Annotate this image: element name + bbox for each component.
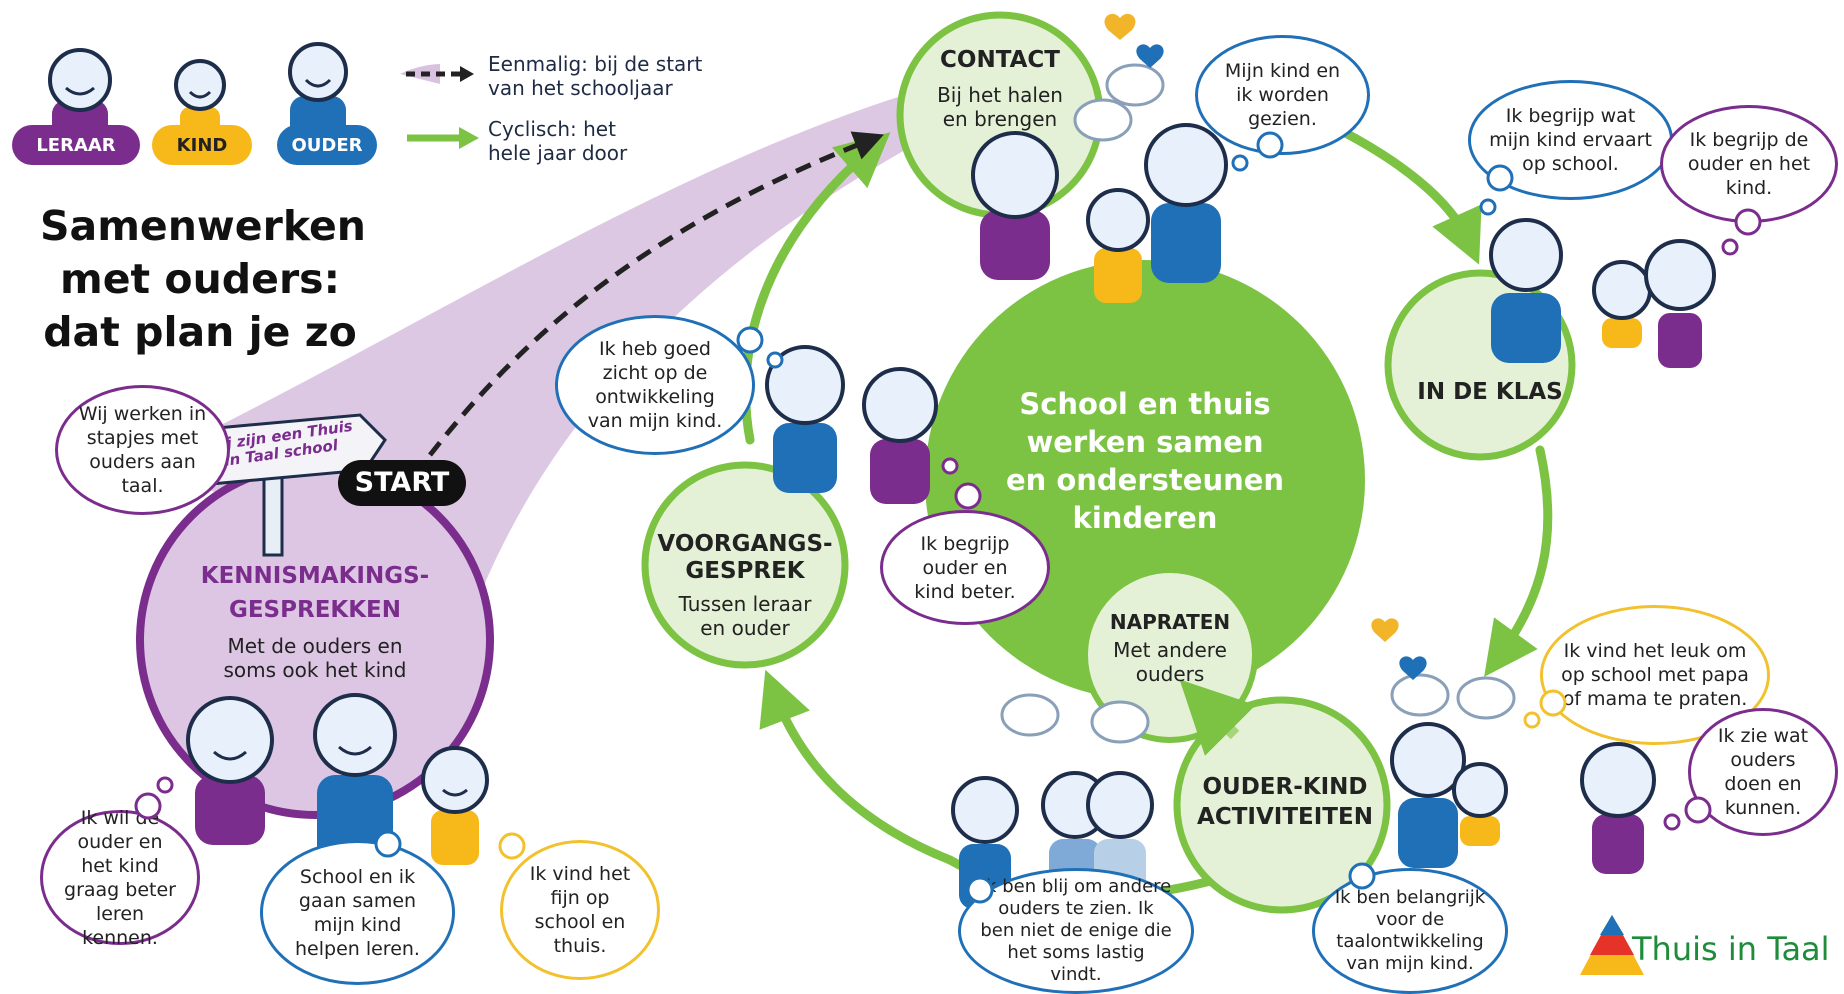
legend-cyclic-line2: hele jaar door <box>488 141 628 165</box>
contact-title: CONTACT <box>940 47 1060 73</box>
role-pill-kind: KIND <box>152 125 252 165</box>
voorgang-sub-line1: Tussen leraar <box>678 592 812 616</box>
chat-bubble-icon <box>1000 63 1516 744</box>
hub-line2: werken samen <box>1026 425 1264 459</box>
legend-cyclic-line1: Cyclisch: het <box>488 117 616 141</box>
bubble-wij-werken: Wij werken in stapjes met ouders aan taa… <box>55 385 230 515</box>
hub-text: School en thuis werken samen en onderste… <box>980 385 1310 537</box>
legend-green-arrow-icon <box>407 127 479 149</box>
heart-icon <box>1104 13 1399 642</box>
brand-logo-icon <box>1580 915 1644 975</box>
title-line2: met ouders: <box>60 255 340 303</box>
bubble-belangrijk: Ik ben belangrijk voor de taalontwikkeli… <box>1312 868 1508 994</box>
voorgang-circle <box>641 461 849 669</box>
voorgang-title-line1: VOORGANGS- <box>657 531 833 557</box>
hub-line4: kinderen <box>1072 501 1218 535</box>
legend-dashed-arrow-icon <box>400 64 474 84</box>
kennismaking-sub-line2: soms ook het kind <box>223 658 407 682</box>
dashed-arrow-icon <box>428 131 884 457</box>
contact-sub-line2: en brengen <box>942 107 1058 131</box>
bubble-vind-fijn: Ik vind het fijn op school en thuis. <box>500 840 660 980</box>
bubble-zie-wat: Ik zie wat ouders doen en kunnen. <box>1688 708 1838 836</box>
bubble-school-en-ik: School en ik gaan samen mijn kind helpen… <box>260 840 455 985</box>
role-pill-leraar: LERAAR <box>12 125 140 165</box>
title-line3: dat plan je zo <box>43 308 357 356</box>
kennismaking-title-line1: KENNISMAKINGS- <box>200 563 430 589</box>
kennismaking-sub-line1: Met de ouders en <box>227 634 403 658</box>
contact-sub-line1: Bij het halen <box>937 83 1063 107</box>
start-badge: START <box>338 460 466 506</box>
role-pill-ouder: OUDER <box>277 125 377 165</box>
bubble-wil-leren-kennen: Ik wil de ouder en het kind graag beter … <box>40 807 200 949</box>
bubble-begrijp-ouder-kind: Ik begrijp de ouder en het kind. <box>1660 105 1838 223</box>
bubble-heb-goed-zicht: Ik heb goed zicht op de ontwikkeling van… <box>555 315 755 455</box>
legend-once-line1: Eenmalig: bij de start <box>488 52 703 76</box>
kennismaking-title-line2: GESPREKKEN <box>228 597 402 623</box>
bubble-blij-andere: Ik ben blij om andere ouders te zien. Ik… <box>958 868 1194 994</box>
napraten-title: NAPRATEN <box>1109 610 1231 634</box>
ouderkind-title-line2: ACTIVITEITEN <box>1197 804 1373 830</box>
ouderkind-title-line1: OUDER-KIND <box>1202 774 1368 800</box>
hub-line1: School en thuis <box>1019 387 1271 421</box>
voorgang-sub-line2: en ouder <box>700 616 790 640</box>
voorgang-title-line2: GESPREK <box>685 558 805 584</box>
hub-line3: en ondersteunen <box>1005 463 1285 497</box>
title-line1: Samenwerken <box>40 202 366 250</box>
page-title: Samenwerken met ouders: dat plan je zo <box>40 200 366 359</box>
napraten-sub-line2: ouders <box>1135 662 1205 686</box>
napraten-arrow-icon <box>1179 679 1256 756</box>
napraten-sub-line1: Met andere <box>1113 638 1227 662</box>
klas-title: IN DE KLAS <box>1417 379 1563 405</box>
signpost-icon <box>193 413 387 557</box>
brand-name: Thuis in Taal <box>1632 930 1830 968</box>
bubble-begrijp-beter: Ik begrijp ouder en kind beter. <box>880 510 1050 625</box>
bubble-mijn-kind-gezien: Mijn kind en ik worden gezien. <box>1195 35 1370 155</box>
figures <box>48 42 1716 909</box>
bubble-begrijp-ervaart: Ik begrijp wat mijn kind ervaart op scho… <box>1468 80 1673 200</box>
legend-once-line2: van het schooljaar <box>488 76 673 100</box>
